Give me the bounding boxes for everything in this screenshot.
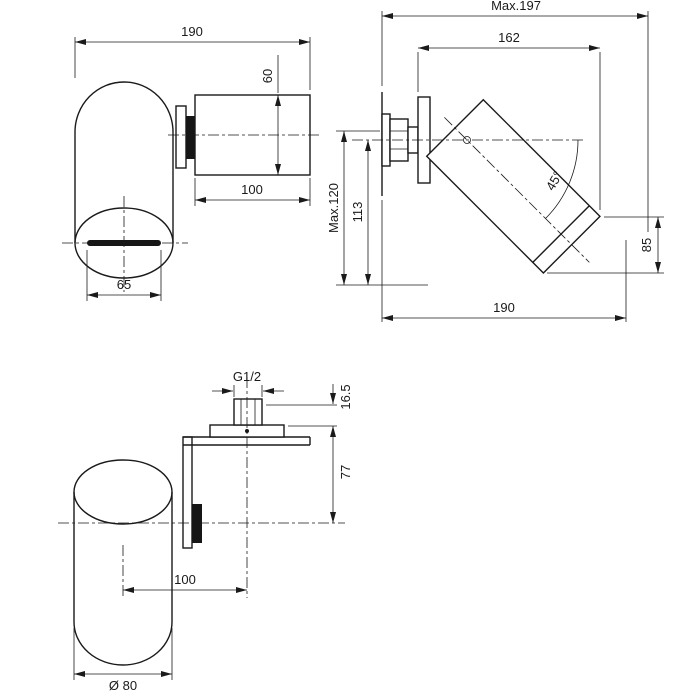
angle-arc xyxy=(545,139,579,219)
body-top-ellipse xyxy=(73,459,173,525)
dim-mount-thread: G1/2 xyxy=(233,369,261,384)
dim-side-spout-length: 100 xyxy=(241,182,263,197)
dim-side-outlet-width: 65 xyxy=(117,277,131,292)
dim-angled-end-face: 85 xyxy=(639,238,654,252)
thread-nut xyxy=(233,398,263,426)
spout-body-outline xyxy=(74,81,174,243)
joint-seal xyxy=(186,116,195,159)
dim-angled-max-projection: Max.197 xyxy=(491,0,541,13)
dim-side-overall-length: 190 xyxy=(181,24,203,39)
pivot-marker xyxy=(463,136,471,144)
body-bottom-cap xyxy=(73,621,173,666)
dim-angled-height: 113 xyxy=(350,202,365,223)
dim-mount-body-diameter: Ø 80 xyxy=(109,678,137,693)
dim-angled-projection: 162 xyxy=(498,30,520,45)
outlet-clamp xyxy=(192,504,202,543)
joint-plate xyxy=(175,105,187,169)
view-angled: 45° Max.197 162 Max.120 113 85 190 xyxy=(326,0,664,322)
view-side: 190 60 100 65 xyxy=(62,24,322,301)
view-front-mount: G1/2 16.5 77 100 Ø 80 xyxy=(58,369,353,693)
tilted-spout-group xyxy=(425,98,601,274)
bracket-plate xyxy=(182,436,193,549)
dim-angled-body-length: 190 xyxy=(493,300,515,315)
dim-angled-max-height: Max.120 xyxy=(326,183,341,233)
spout-axis xyxy=(444,117,590,263)
dim-mount-axis-offset: 100 xyxy=(174,572,196,587)
dim-side-spout-diameter: 60 xyxy=(260,69,275,83)
dim-mount-flange-height: 16.5 xyxy=(338,384,353,409)
dim-mount-outlet-drop: 77 xyxy=(338,465,353,479)
